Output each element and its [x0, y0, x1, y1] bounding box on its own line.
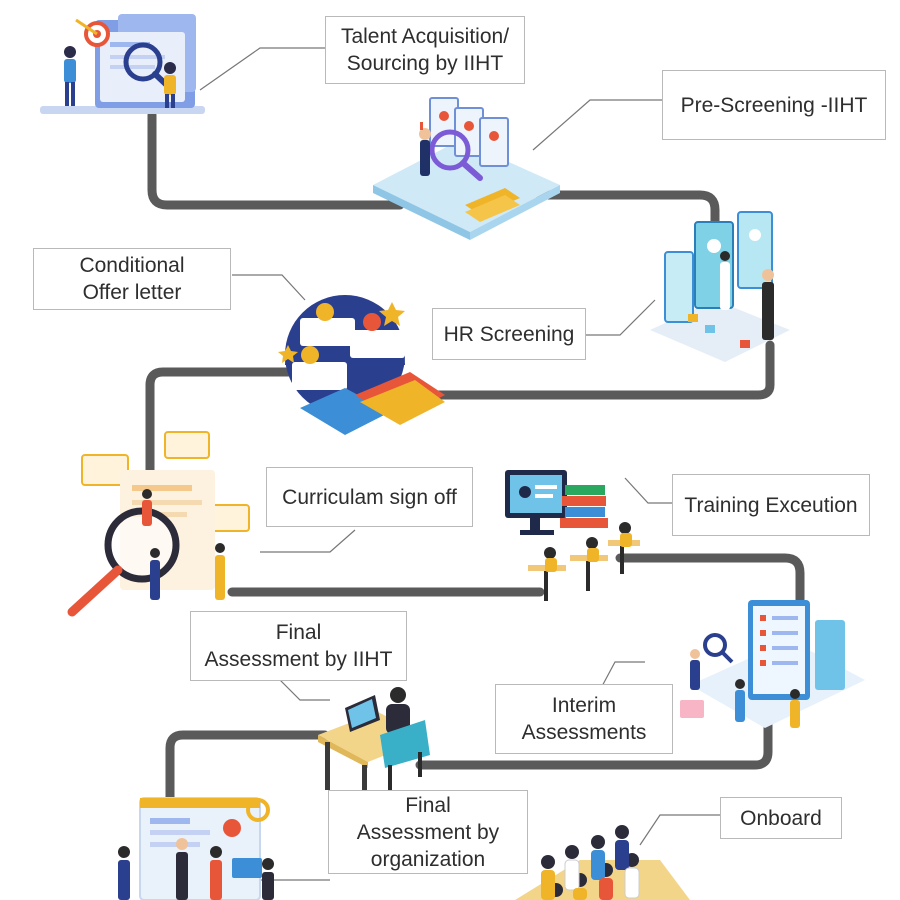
sourcing-laptop-magnifier-icon — [40, 14, 205, 114]
label-pre-screening: Pre-Screening -IIHT — [662, 70, 886, 140]
label-talent-acquisition: Talent Acquisition/ Sourcing by IIHT — [325, 16, 525, 84]
team-dashboard-icon — [118, 797, 274, 900]
label-conditional-offer: Conditional Offer letter — [33, 248, 231, 310]
label-final-assessment-org: Final Assessment by organization — [328, 790, 528, 874]
offer-letter-rating-icon — [278, 295, 445, 435]
checklist-board-icon — [680, 600, 865, 728]
isometric-profile-review-icon — [373, 97, 560, 240]
desk-laptop-assessment-icon — [318, 687, 430, 793]
label-onboard: Onboard — [720, 797, 842, 839]
classroom-training-icon — [505, 470, 640, 601]
roadmap-path — [145, 110, 805, 805]
connector-lines — [199, 47, 720, 881]
label-training-exceution: Training Exceution — [672, 474, 870, 536]
document-review-magnifier-icon — [67, 431, 250, 617]
onboarded-team-icon — [515, 825, 690, 900]
label-curriculam-sign-off: Curriculam sign off — [266, 467, 473, 527]
label-final-assessment-iiht: Final Assessment by IIHT — [190, 611, 407, 681]
label-interim-assessments: Interim Assessments — [495, 684, 673, 754]
label-hr-screening: HR Screening — [432, 308, 586, 360]
candidate-profiles-tablets-icon — [650, 211, 790, 362]
